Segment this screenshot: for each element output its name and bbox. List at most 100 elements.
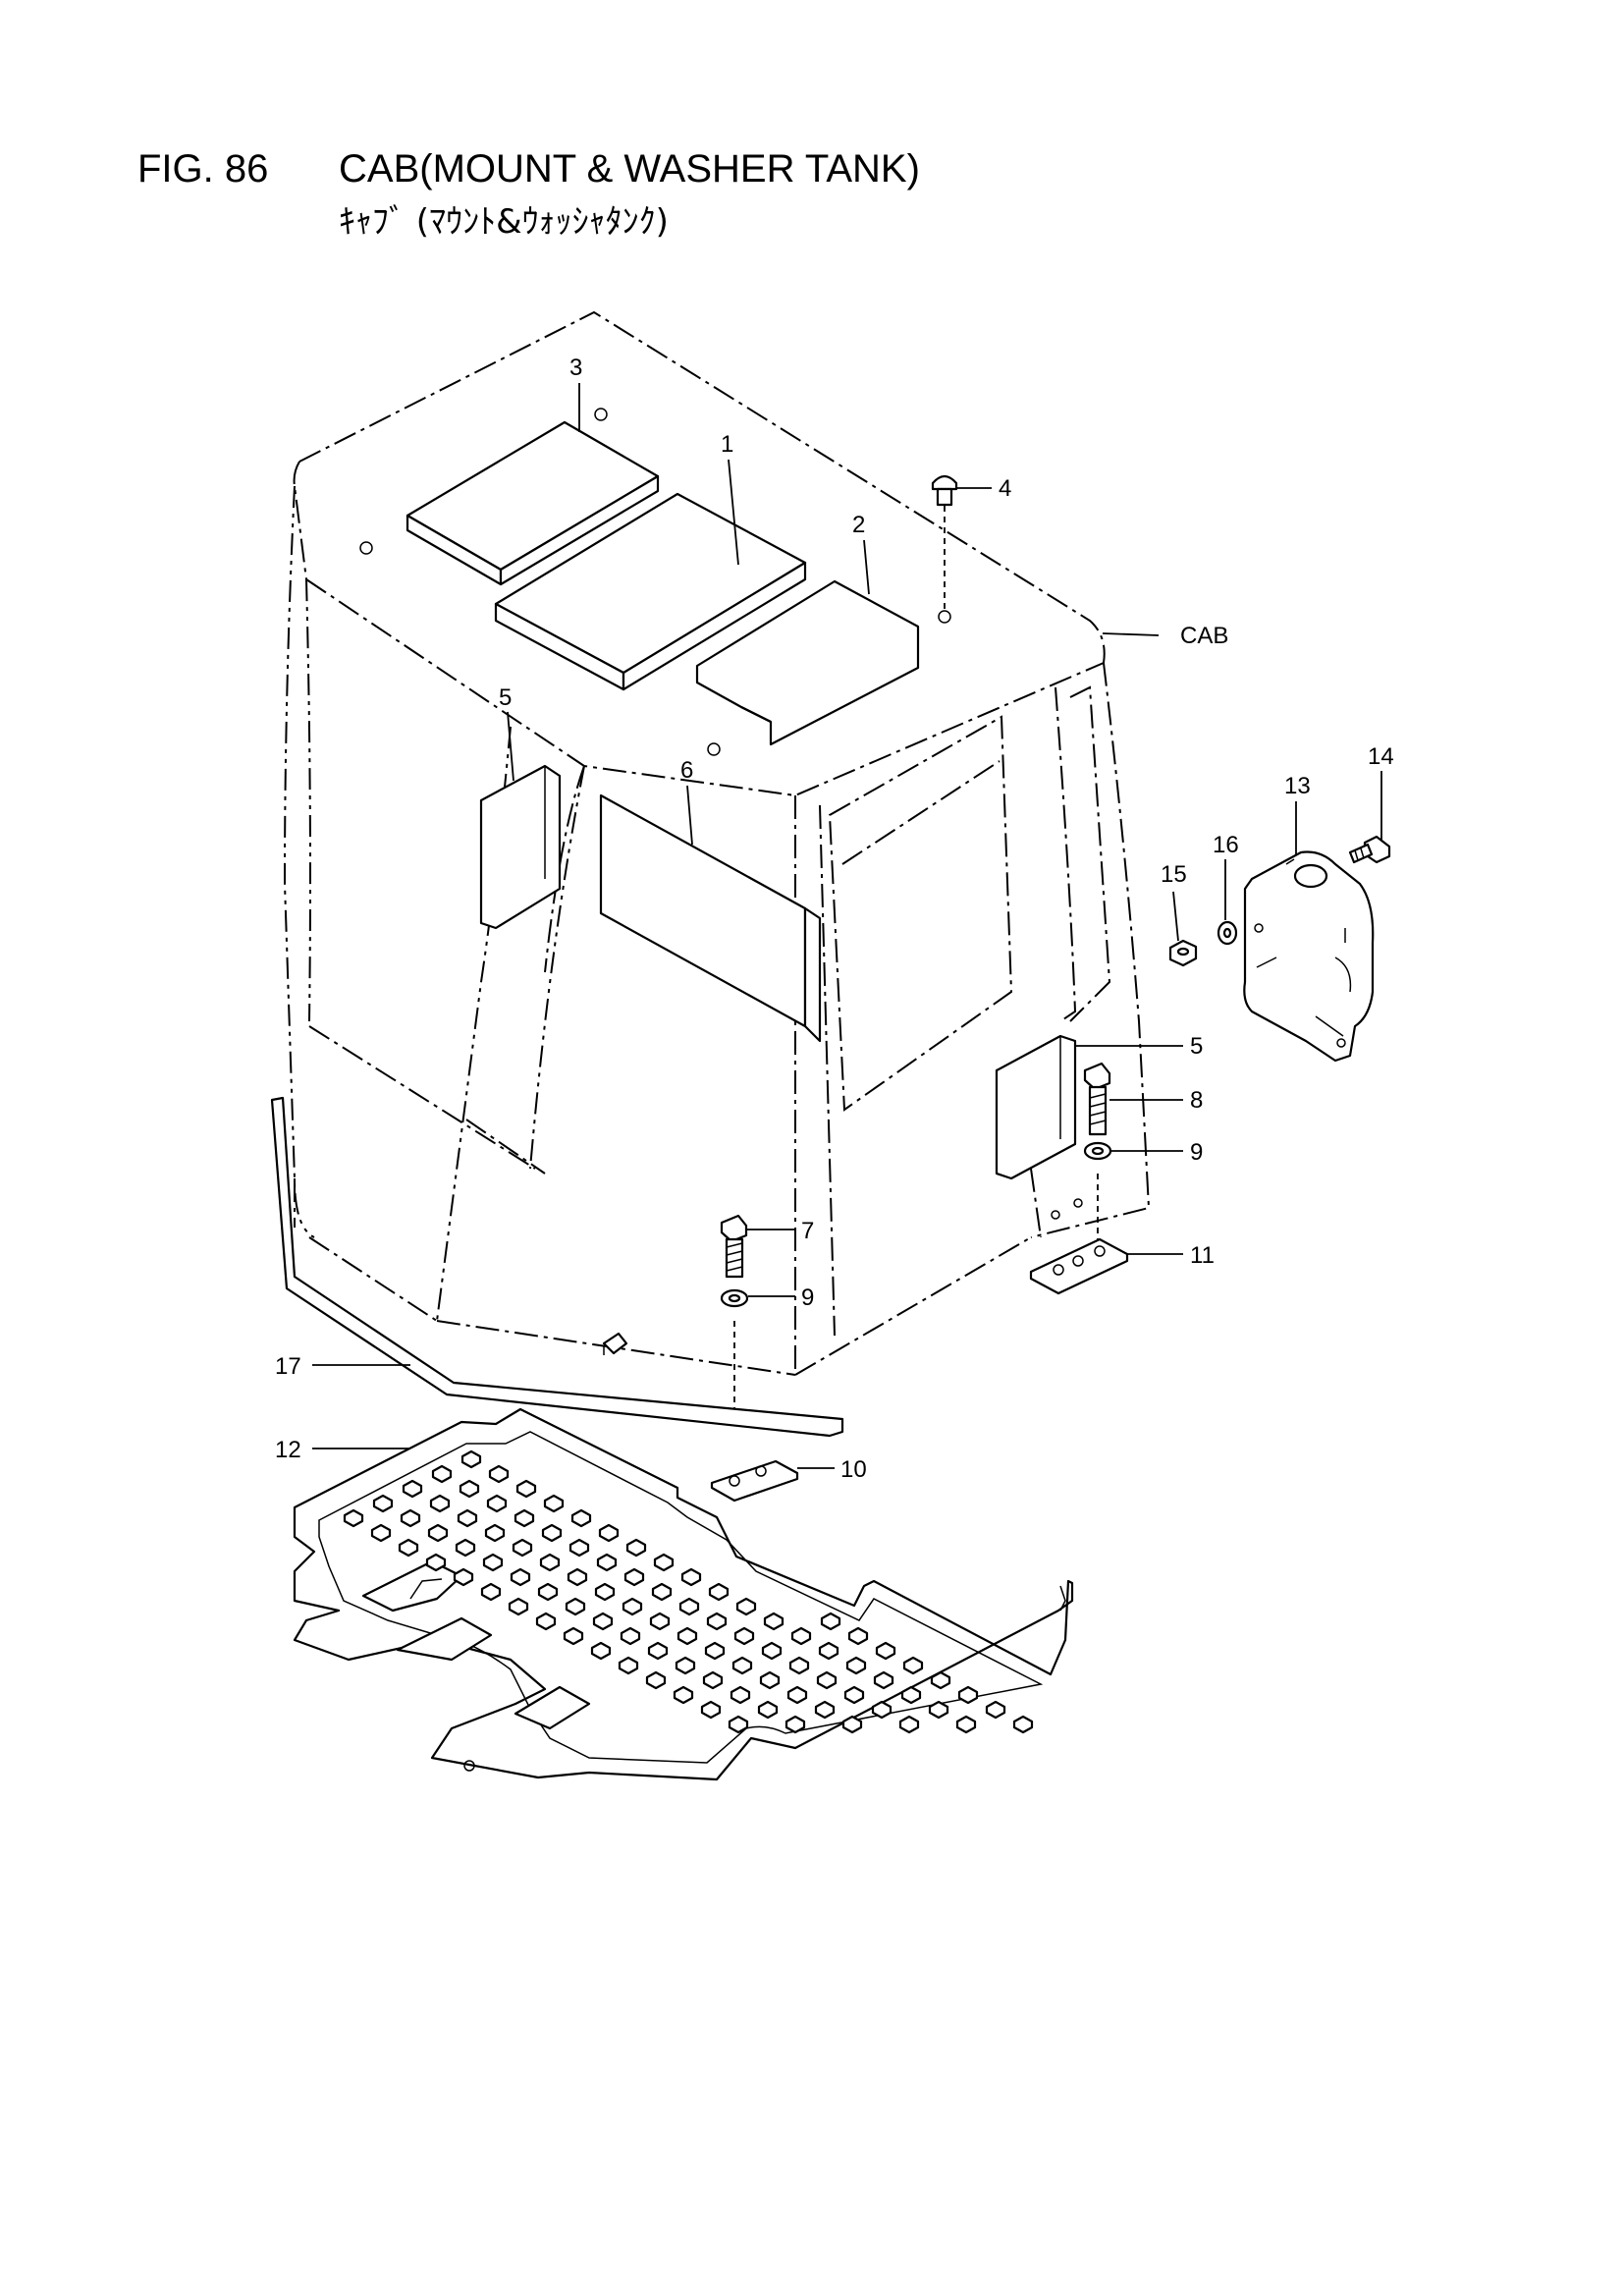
tread-bump xyxy=(453,1567,474,1587)
tread-bump xyxy=(400,1508,421,1528)
tread-bump xyxy=(735,1597,757,1616)
tread-bump xyxy=(902,1656,924,1675)
callout-12: 12 xyxy=(275,1437,301,1463)
side-pad-6 xyxy=(599,793,822,1043)
tread-bump xyxy=(457,1508,478,1528)
tread-bump xyxy=(957,1685,979,1705)
tread-bump xyxy=(398,1538,419,1558)
tread-bump xyxy=(590,1641,612,1661)
tread-bump xyxy=(598,1523,620,1543)
tread-bump xyxy=(706,1612,728,1631)
tread-bump xyxy=(700,1700,722,1720)
side-pad-5-front xyxy=(479,764,562,930)
bolt-8 xyxy=(1083,1062,1111,1136)
roof-pad-3 xyxy=(406,420,660,586)
tread-bump xyxy=(763,1612,784,1631)
callout-17: 17 xyxy=(275,1353,301,1380)
callout-11: 11 xyxy=(1190,1242,1215,1269)
callout-15: 15 xyxy=(1161,861,1187,888)
bolt-14 xyxy=(1348,835,1391,864)
tread-bump xyxy=(508,1597,529,1616)
callout-3: 3 xyxy=(569,355,582,381)
tread-bump xyxy=(535,1612,557,1631)
tread-bump xyxy=(651,1582,673,1602)
tread-bump xyxy=(676,1626,698,1646)
tread-bump xyxy=(843,1685,865,1705)
tread-bump xyxy=(425,1553,447,1572)
tread-bump xyxy=(512,1538,533,1558)
callout-1: 1 xyxy=(721,431,733,458)
tread-bump xyxy=(702,1670,724,1690)
leader-lines xyxy=(312,383,1382,1469)
tread-bump xyxy=(704,1641,726,1661)
washer-9-rear xyxy=(1051,1141,1112,1242)
tread-bump xyxy=(484,1523,506,1543)
callout-labels: 3 1 2 4 CAB 5 6 13 14 16 15 5 8 9 11 7 9… xyxy=(275,355,1394,1483)
tread-bump xyxy=(820,1612,841,1631)
tread-bump xyxy=(570,1508,592,1528)
tread-bump xyxy=(898,1715,920,1734)
washer-9-front xyxy=(720,1288,749,1419)
tread-bump xyxy=(784,1715,806,1734)
tread-bump xyxy=(728,1715,749,1734)
plate-11 xyxy=(1029,1237,1129,1295)
tread-bump xyxy=(514,1508,535,1528)
tread-bump xyxy=(759,1670,781,1690)
roof-pad-1 xyxy=(494,492,807,691)
tread-bump xyxy=(786,1685,808,1705)
tread-bump xyxy=(900,1685,922,1705)
callout-10: 10 xyxy=(840,1456,867,1483)
washer-16 xyxy=(1217,920,1238,946)
tread-bump xyxy=(343,1508,364,1528)
tread-bump xyxy=(563,1626,584,1646)
callout-2: 2 xyxy=(852,512,865,538)
tread-bump xyxy=(625,1538,647,1558)
tread-bump xyxy=(818,1641,839,1661)
tread-bump xyxy=(429,1494,451,1513)
washer-tank-13 xyxy=(1243,850,1375,1063)
tread-bump xyxy=(1012,1715,1034,1734)
tread-bump xyxy=(402,1479,423,1499)
tread-bump xyxy=(459,1479,480,1499)
callout-14: 14 xyxy=(1368,743,1394,770)
tread-bump xyxy=(816,1670,838,1690)
seal-17 xyxy=(270,1096,844,1438)
tread-bump xyxy=(431,1464,453,1484)
callout-7: 7 xyxy=(801,1218,814,1244)
tread-bump xyxy=(955,1715,977,1734)
tread-bump xyxy=(649,1612,671,1631)
callout-13: 13 xyxy=(1284,773,1311,799)
tread-bump xyxy=(875,1641,896,1661)
tread-bump xyxy=(480,1582,502,1602)
tread-bump xyxy=(647,1641,669,1661)
tread-bump xyxy=(594,1582,616,1602)
callout-4: 4 xyxy=(999,475,1011,502)
tread-bump xyxy=(761,1641,783,1661)
callout-5-front: 5 xyxy=(499,684,512,711)
tread-bump xyxy=(928,1700,949,1720)
tread-bump xyxy=(567,1567,588,1587)
tread-bump xyxy=(678,1597,700,1616)
plate-10 xyxy=(710,1459,799,1503)
tread-bump xyxy=(372,1494,394,1513)
callout-5-rear: 5 xyxy=(1190,1033,1203,1060)
cab-outline xyxy=(283,310,1151,1376)
tread-bump xyxy=(985,1700,1006,1720)
tread-bump xyxy=(788,1656,810,1675)
tread-bump xyxy=(673,1685,694,1705)
tread-bump xyxy=(680,1567,702,1587)
tread-bump xyxy=(539,1553,561,1572)
tread-bump xyxy=(510,1567,531,1587)
callout-6: 6 xyxy=(680,757,693,784)
tread-bump xyxy=(427,1523,449,1543)
callout-cab: CAB xyxy=(1180,623,1228,649)
tread-bump xyxy=(708,1582,730,1602)
tread-bump xyxy=(541,1523,563,1543)
tread-bump xyxy=(618,1656,639,1675)
callout-8: 8 xyxy=(1190,1087,1203,1114)
bolt-4 xyxy=(931,474,958,609)
tread-bump xyxy=(370,1523,392,1543)
tread-bump xyxy=(596,1553,618,1572)
tread-bump xyxy=(675,1656,696,1675)
